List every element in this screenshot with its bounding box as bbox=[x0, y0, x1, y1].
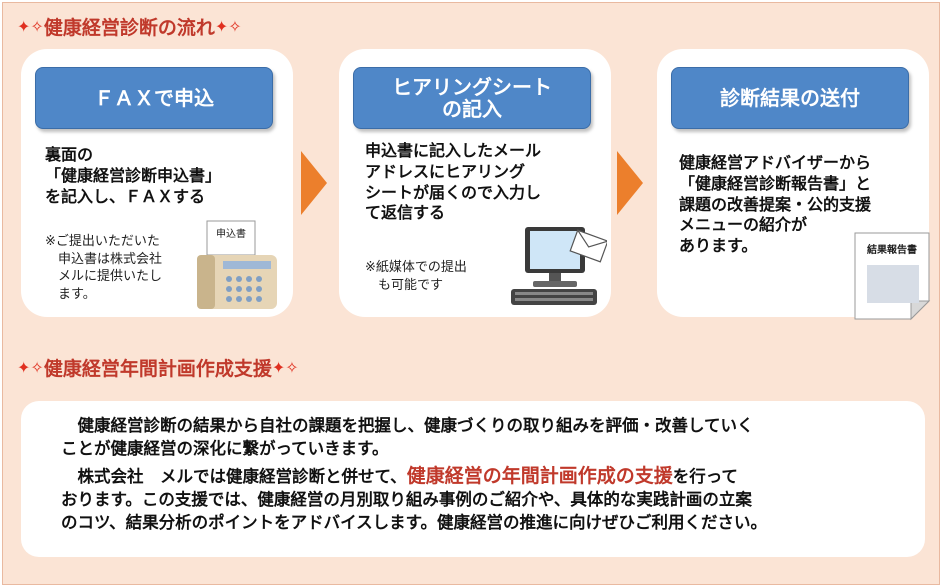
step-title: 診断結果の送付 bbox=[720, 86, 860, 110]
sparkle-icon: ✦✧ bbox=[271, 358, 299, 377]
arrow-right-icon bbox=[301, 151, 327, 215]
fax-paper-label: 申込書 bbox=[216, 227, 246, 240]
step-body: 裏面の 「健康経営診断申込書」 を記入し、ＦＡＸする bbox=[45, 145, 222, 206]
envelope-icon bbox=[569, 229, 607, 263]
sparkle-icon: ✦✧ bbox=[17, 17, 44, 36]
highlight-text: 健康経営の年間計画作成の支援 bbox=[406, 465, 673, 487]
step-title-pill: 診断結果の送付 bbox=[671, 67, 909, 129]
fax-machine-icon: 申込書 bbox=[197, 220, 277, 309]
step-card-fax: ＦＡＸで申込 裏面の 「健康経営診断申込書」 を記入し、ＦＡＸする ※ご提出いた… bbox=[21, 49, 293, 317]
section-heading-annual-plan: ✦✧ 健康経営年間計画作成支援 ✦✧ bbox=[17, 354, 299, 381]
sparkle-icon: ✦✧ bbox=[17, 358, 44, 377]
step-body: 健康経営アドバイザーから 「健康経営診断報告書」と 課題の改善提案・公的支援 メ… bbox=[679, 153, 872, 256]
paragraph-intro: 健康経営診断の結果から自社の課題を把握し、健康づくりの取り組みを評価・改善してい… bbox=[61, 416, 754, 458]
section-heading-flow: ✦✧ 健康経営診断の流れ ✦✧ bbox=[17, 13, 242, 40]
step-title: ＦＡＸで申込 bbox=[94, 86, 214, 110]
step-card-hearing-sheet: ヒアリングシート の記入 申込書に記入したメール アドレスにヒアリング シートが… bbox=[339, 49, 611, 317]
description-box: 健康経営診断の結果から自社の課題を把握し、健康づくりの取り組みを評価・改善してい… bbox=[21, 401, 925, 557]
step-card-result: 診断結果の送付 健康経営アドバイザーから 「健康経営診断報告書」と 課題の改善提… bbox=[657, 49, 929, 317]
report-document-icon: 結果報告書 bbox=[854, 232, 931, 321]
step-title-pill: ヒアリングシート の記入 bbox=[353, 67, 591, 129]
report-label: 結果報告書 bbox=[867, 243, 917, 256]
section-title: 健康経営年間計画作成支援 bbox=[43, 358, 272, 380]
paragraph-support-lead: 株式会社 メルでは健康経営診断と併せて、 bbox=[61, 467, 407, 486]
step-title-pill: ＦＡＸで申込 bbox=[35, 67, 273, 129]
arrow-right-icon bbox=[617, 151, 643, 215]
paragraph-support-rest: を行って おります。この支援では、健康経営の月別取り組み事例のご紹介や、具体的な… bbox=[61, 467, 768, 532]
step-note: ※紙媒体での提出 も可能です bbox=[365, 260, 467, 293]
step-note: ※ご提出いただいた 申込書は株式会社 メルに提供いたし ます。 bbox=[45, 234, 163, 302]
step-body: 申込書に記入したメール アドレスにヒアリング シートが届くので入力し て返信する bbox=[365, 141, 542, 223]
sparkle-icon: ✦✧ bbox=[214, 17, 242, 36]
paragraph-support: 株式会社 メルでは健康経営診断と併せて、健康経営の年間計画作成の支援を行って お… bbox=[61, 463, 767, 535]
step-title: ヒアリングシート の記入 bbox=[392, 75, 552, 121]
section-title: 健康経営診断の流れ bbox=[43, 17, 215, 39]
computer-icon bbox=[511, 227, 607, 305]
